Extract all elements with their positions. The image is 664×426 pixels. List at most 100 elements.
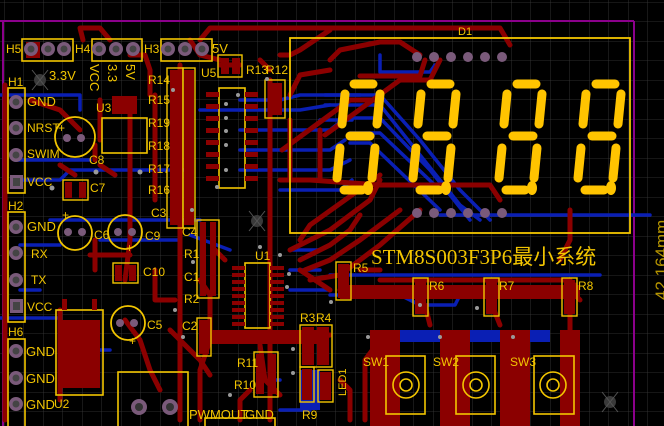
- label-c3: C3: [151, 206, 167, 220]
- label-r5: R5: [353, 261, 369, 275]
- resistor-r9[interactable]: [299, 366, 315, 403]
- label-u5: U5: [201, 66, 217, 80]
- label-r4: R4: [316, 311, 332, 325]
- capacitor-c10[interactable]: [112, 262, 139, 284]
- label-sw3: SW3: [510, 355, 536, 369]
- svg-text:+: +: [126, 241, 133, 255]
- label-r15: R15: [148, 93, 170, 107]
- ic-u1-stm8s003f3p6[interactable]: [232, 262, 284, 329]
- resistor-r3-r4[interactable]: [299, 324, 333, 368]
- label-sw1: SW1: [363, 355, 389, 369]
- pin-label-rx: RX: [31, 247, 48, 261]
- display-d1[interactable]: [289, 37, 631, 234]
- seven-segment-digits: [332, 79, 626, 195]
- label-c6: C6: [94, 228, 110, 242]
- label-u2: U2: [54, 397, 70, 411]
- label-r3: R3: [300, 311, 316, 325]
- pin-label-tx: TX: [31, 273, 46, 287]
- label-5v: 5V: [212, 41, 228, 56]
- capacitor-c6[interactable]: +: [57, 208, 93, 251]
- capacitor-c7[interactable]: [62, 179, 89, 201]
- label-r2: R2: [184, 292, 200, 306]
- fiducial-mark: [31, 69, 49, 91]
- dc-power-jack[interactable]: [117, 371, 189, 426]
- resistor-r7[interactable]: [483, 277, 500, 317]
- label-r8: R8: [578, 279, 594, 293]
- label-c9: C9: [145, 229, 161, 243]
- label-h4: H4: [75, 42, 91, 56]
- label-r9: R9: [302, 408, 318, 422]
- label-r11: R11: [237, 356, 258, 370]
- capacitor-c5[interactable]: +: [110, 305, 146, 348]
- resistor-column[interactable]: [166, 67, 196, 229]
- switch-sw2[interactable]: [455, 355, 496, 415]
- component-column-c4-r2[interactable]: [196, 219, 220, 299]
- resistor-r6[interactable]: [412, 277, 429, 317]
- pin-label-gnd: GND: [27, 94, 56, 109]
- pin-label-gnd: GND: [26, 344, 55, 359]
- ic-u5[interactable]: [206, 87, 258, 189]
- label-c5: C5: [147, 318, 163, 332]
- vias: [49, 77, 515, 397]
- label-vcc-vertical: VCC: [87, 64, 102, 91]
- pin-label-swim: SWIM: [27, 147, 60, 161]
- pin-label-vcc: VCC: [27, 300, 53, 314]
- capacitor-c2[interactable]: [196, 317, 212, 357]
- label-c1: C1: [184, 270, 200, 284]
- label-c2: C2: [182, 319, 198, 333]
- board-title: STM8S003F3P6最小系统: [371, 245, 596, 269]
- resistor-r8[interactable]: [561, 277, 578, 317]
- label-r17: R17: [148, 162, 170, 176]
- label-r16: R16: [148, 183, 170, 197]
- svg-text:+: +: [62, 208, 69, 222]
- capacitor-c8[interactable]: +: [54, 116, 96, 158]
- resistor-r5[interactable]: [335, 261, 352, 301]
- label-r10: R10: [234, 378, 256, 392]
- dimension-label: 42.164mm: [652, 220, 664, 300]
- resistor-r13[interactable]: [217, 54, 243, 78]
- label-r6: R6: [429, 279, 445, 293]
- resistor-r10-r11[interactable]: [253, 351, 279, 398]
- label-gnd: GND: [245, 407, 274, 422]
- fiducial-mark: [248, 210, 266, 232]
- label-r13: R13: [246, 63, 268, 77]
- label-r7: R7: [499, 279, 515, 293]
- header-h1[interactable]: [7, 87, 26, 194]
- switch-sw3[interactable]: [533, 355, 575, 415]
- top-copper-wide: [200, 285, 580, 426]
- label-u1: U1: [255, 249, 271, 263]
- svg-text:+: +: [58, 121, 65, 135]
- label-h1: H1: [8, 75, 24, 89]
- label-c8: C8: [89, 153, 105, 167]
- svg-text:+: +: [129, 334, 136, 348]
- pin-label-gnd: GND: [26, 397, 55, 412]
- silkscreen-labels: H5 H4 H3 5V 3.3V VCC 3.3 5V U3 H1 GND NR…: [6, 26, 664, 422]
- label-pwmout: PWMOUT: [189, 407, 248, 422]
- pin-label-gnd: GND: [27, 219, 56, 234]
- label-r18: R18: [148, 139, 170, 153]
- header-h6[interactable]: [7, 338, 26, 426]
- label-r12: R12: [266, 63, 288, 77]
- label-h2: H2: [8, 199, 24, 213]
- pin-label-gnd: GND: [26, 371, 55, 386]
- ic-u2[interactable]: [55, 299, 104, 396]
- ic-u3[interactable]: [101, 96, 148, 154]
- capacitor-c9[interactable]: +: [107, 214, 143, 255]
- label-u3: U3: [96, 101, 112, 115]
- pin-label-nrst: NRST: [27, 121, 60, 135]
- header-h3[interactable]: [160, 38, 213, 62]
- pwm-connector[interactable]: [204, 417, 276, 426]
- label-c4: C4: [182, 225, 198, 239]
- fiducial-mark: [601, 391, 619, 413]
- header-h4[interactable]: [91, 38, 143, 62]
- label-5v-vertical: 5V: [123, 64, 138, 80]
- label-d1: D1: [458, 26, 472, 38]
- header-h5[interactable]: [21, 38, 74, 62]
- led-led1[interactable]: [317, 369, 334, 403]
- header-h2[interactable]: [7, 211, 26, 323]
- switch-sw1[interactable]: [385, 355, 426, 415]
- label-c10: C10: [143, 265, 165, 279]
- resistor-r12[interactable]: [264, 79, 286, 119]
- label-3v3: 3.3V: [49, 68, 76, 83]
